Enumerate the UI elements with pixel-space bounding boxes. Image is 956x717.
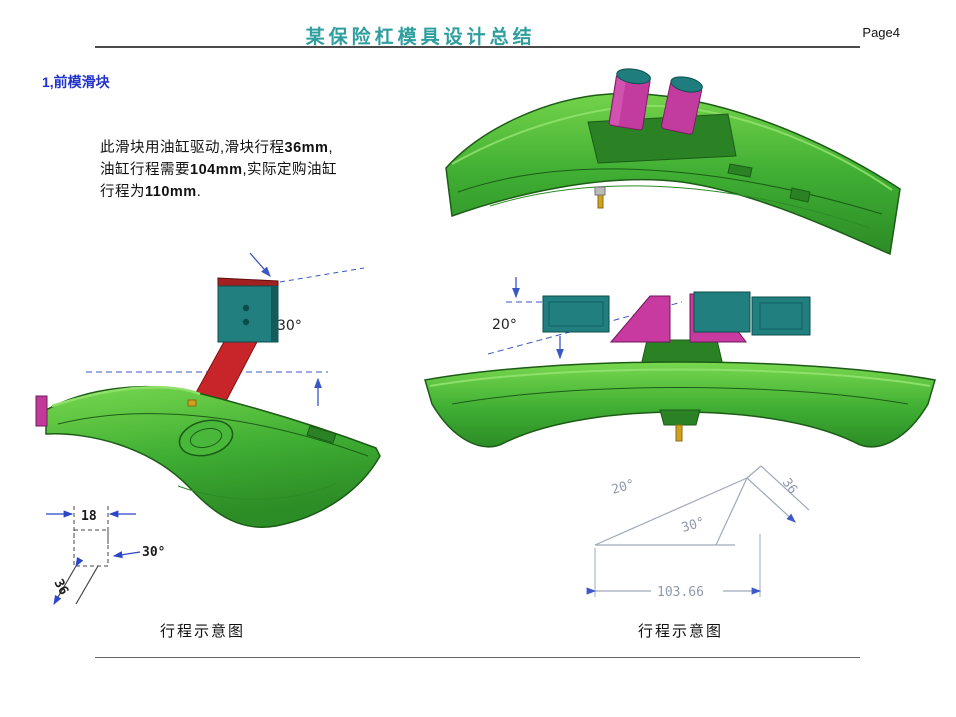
direction-arrow — [249, 252, 271, 277]
slider-left — [542, 295, 610, 333]
bumper-front-view: 20° — [410, 272, 950, 477]
angle-label-20: 20° — [492, 317, 517, 333]
dim-103-label: 103.66 — [657, 585, 704, 600]
page-title: 某保险杠模具设计总结 — [305, 27, 536, 48]
stroke-sketch-left-svg: 18 30° 36 — [46, 506, 165, 606]
header-divider — [95, 46, 860, 48]
slider-block — [217, 285, 279, 343]
body-text: 此滑块用油缸驱动,滑块行程36mm,油缸行程需要104mm,实际定购油缸行程为1… — [100, 140, 338, 200]
dim-18-label: 18 — [81, 509, 97, 524]
wedge-left — [609, 295, 671, 343]
stroke-sketch-right: 20° 30° 36 103.66 — [575, 452, 840, 607]
bumper-iso-view — [430, 64, 925, 282]
stroke-sketch-right-svg: 20° 30° 36 103.66 — [586, 465, 810, 600]
caption-left: 行程示意图 — [160, 624, 246, 640]
bumper-front — [424, 361, 936, 448]
dim-30-label-right: 30° — [680, 515, 707, 536]
bumper-iso-svg — [445, 68, 901, 256]
pin — [675, 424, 683, 442]
stroke-sketch-left: 18 30° 36 — [40, 498, 215, 623]
dim-30-label: 30° — [142, 545, 165, 560]
section-heading: 1,前模滑块 — [42, 74, 110, 90]
angle-label-30: 30° — [277, 318, 302, 334]
slider-right-a — [693, 291, 751, 333]
footer-divider — [95, 657, 860, 658]
cylinder-left — [608, 68, 651, 131]
bumper-side-svg: 30° — [35, 252, 381, 528]
page-number: Page4 — [862, 25, 900, 40]
dim-20-label: 20° — [610, 477, 637, 498]
bumper-front-svg: 20° — [424, 277, 936, 448]
dim-36-label-right: 36 — [779, 476, 800, 497]
center-notch — [659, 409, 701, 426]
pin — [597, 193, 604, 209]
magenta-tab — [35, 395, 48, 427]
dim-36-label: 36 — [50, 577, 71, 598]
bumper-side-view: 30° — [28, 248, 413, 548]
lamp-ring — [178, 419, 234, 457]
caption-right: 行程示意图 — [638, 624, 724, 640]
cylinder-right — [661, 76, 703, 135]
